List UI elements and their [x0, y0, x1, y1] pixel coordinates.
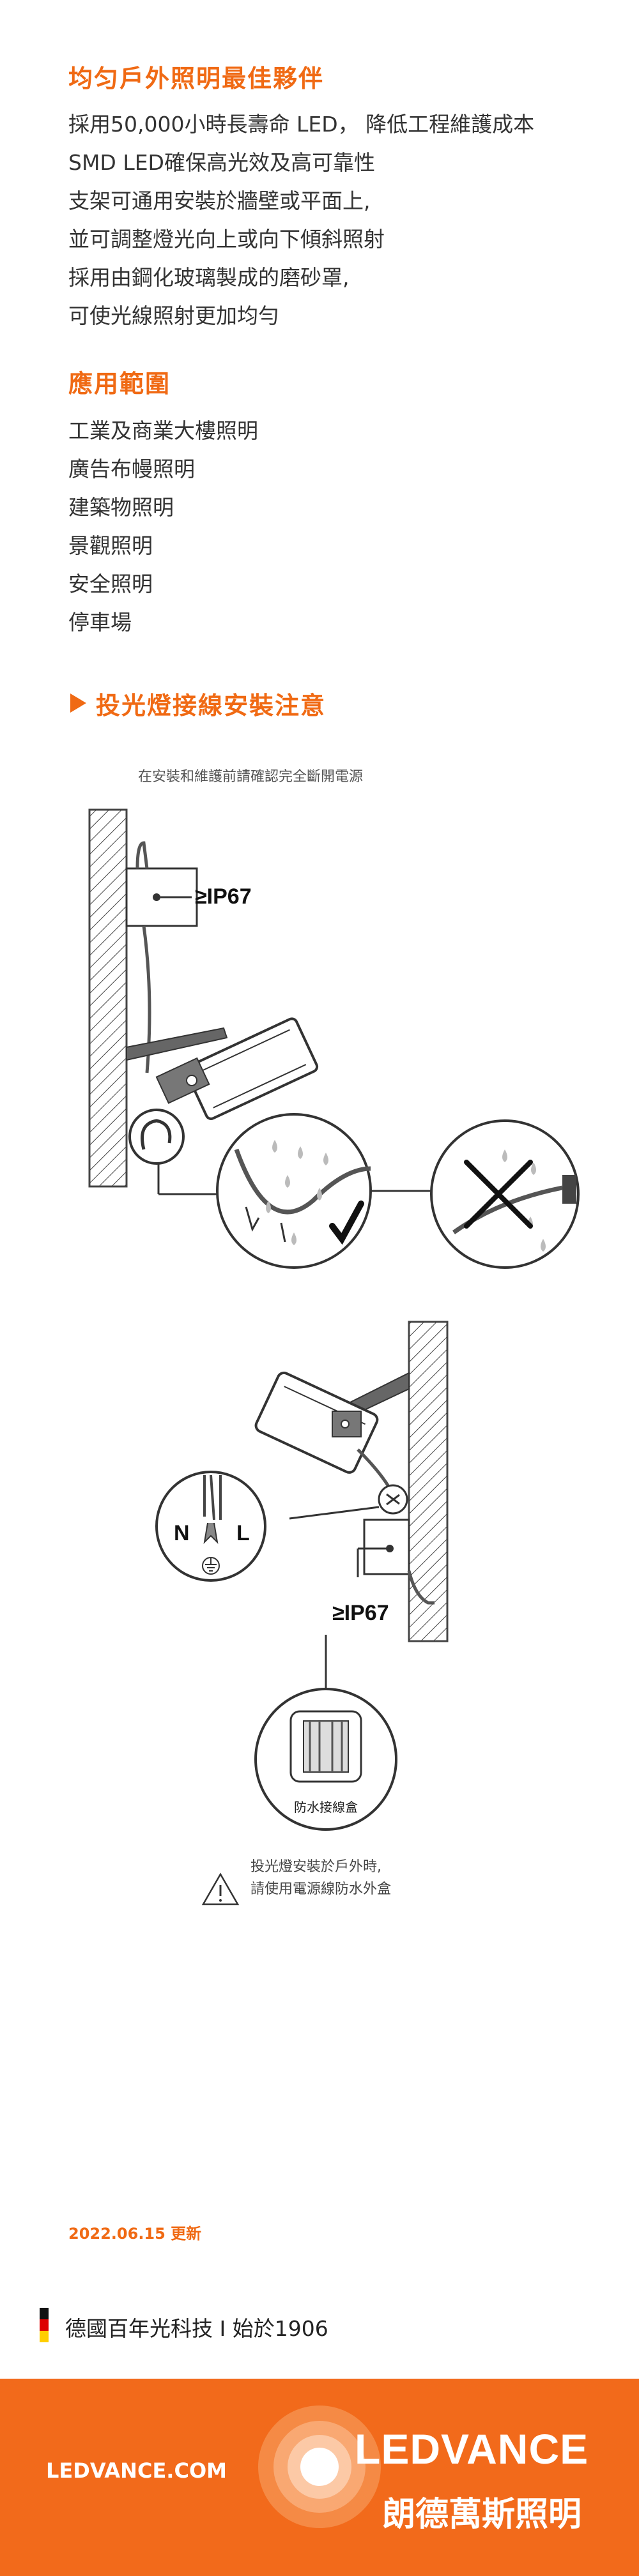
warning-icon — [201, 1872, 240, 1905]
application-item: 廣告布幔照明 — [68, 457, 195, 481]
feature-line: SMD LED確保高光效及高可靠性 — [68, 150, 375, 175]
warning-text-line2: 請使用電源線防水外盒 — [250, 1881, 392, 1897]
brand-name: LEDVANCE — [355, 2425, 589, 2473]
installation-diagram-wiring: ≥IP67 N L 防水接線盒 — [155, 1321, 449, 1905]
section-title-applications: 應用範圍 — [68, 370, 171, 398]
wire-live-label: L — [236, 1521, 250, 1545]
application-item: 停車場 — [68, 610, 132, 635]
feature-line: 可使光線照射更加均勻 — [68, 303, 279, 328]
ip-rating-label: ≥IP67 — [195, 884, 252, 909]
section-title-installation: 投光燈接線安裝注意 — [96, 692, 327, 720]
ip-rating-label: ≥IP67 — [332, 1601, 389, 1625]
warning-text-line1: 投光燈安裝於戶外時, — [250, 1859, 381, 1875]
brand-name-chinese: 朗德萬斯照明 — [382, 2496, 582, 2534]
application-item: 安全照明 — [68, 572, 153, 596]
application-item: 工業及商業大樓照明 — [68, 418, 258, 443]
junction-box-label: 防水接線盒 — [294, 1799, 358, 1815]
wire-neutral-label: N — [174, 1521, 190, 1545]
feature-line: 採用50,000小時長壽命 LED， 降低工程維護成本 — [68, 112, 535, 137]
ground-icon — [202, 1557, 220, 1575]
application-item: 建築物照明 — [68, 495, 174, 520]
tagline: 德國百年光科技 I 始於1906 — [65, 2316, 328, 2341]
feature-line: 並可調整燈光向上或向下傾斜照射 — [68, 227, 385, 252]
footer-band: LEDVANCE.COM LEDVANCE 朗德萬斯照明 — [0, 2379, 639, 2576]
german-flag-icon — [40, 2308, 49, 2342]
feature-line: 採用由鋼化玻璃製成的磨砂罩, — [68, 265, 350, 290]
installation-diagram-wall: ≥IP67 — [88, 808, 580, 1269]
section-title-features: 均匀戶外照明最佳夥伴 — [68, 64, 325, 93]
website-link[interactable]: LEDVANCE.COM — [46, 2459, 227, 2483]
application-item: 景觀照明 — [68, 533, 153, 558]
ledvance-logo-icon — [258, 2406, 381, 2528]
play-arrow-icon — [70, 693, 86, 713]
update-date: 2022.06.15 更新 — [68, 2225, 202, 2243]
feature-line: 支架可通用安裝於牆壁或平面上, — [68, 188, 371, 213]
safety-note: 在安裝和維護前請確認完全斷開電源 — [138, 769, 364, 785]
